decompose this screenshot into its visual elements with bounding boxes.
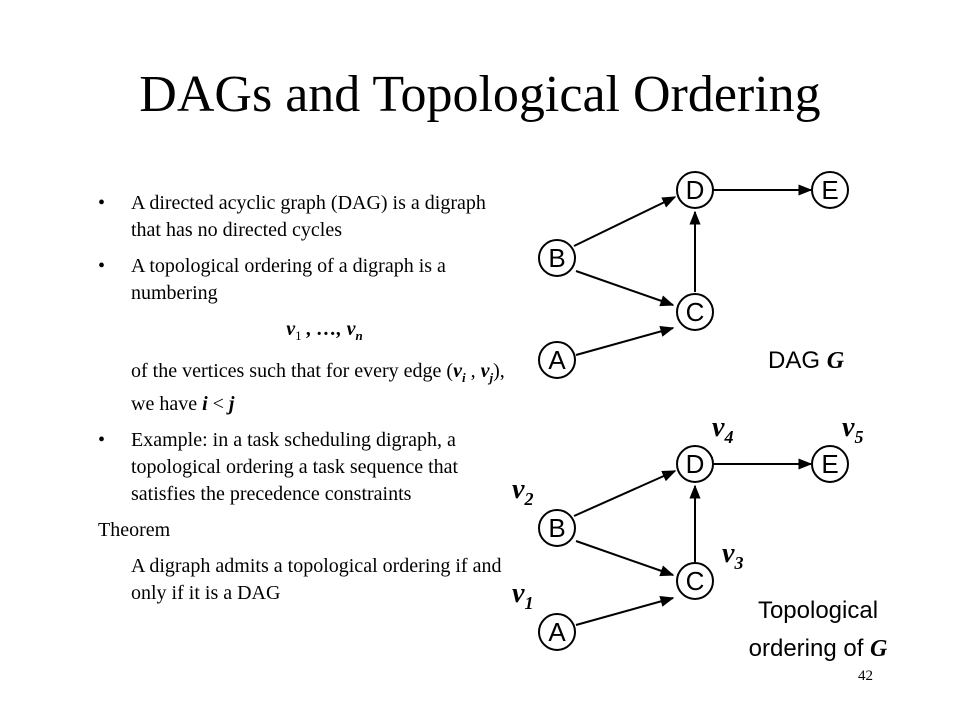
- label-v4-v: v: [712, 412, 725, 443]
- label-v5-v: v: [842, 412, 855, 443]
- bullet-dot: •: [98, 429, 106, 451]
- seq-subn: n: [355, 328, 363, 343]
- node-b-ordered: B: [538, 509, 576, 547]
- bullet-dag-definition: • A directed acyclic graph (DAG) is a di…: [98, 190, 518, 244]
- edge-b-c: [575, 270, 675, 307]
- edge-mid: ), we have: [131, 360, 505, 415]
- seq-vn: v: [346, 318, 356, 340]
- bullet-topological-definition: • A topological ordering of a digraph is…: [98, 253, 518, 307]
- seq-sub1: 1: [295, 328, 302, 343]
- label-v3-v: v: [722, 538, 735, 569]
- edge-condition-text: of the vertices such that for every edge…: [131, 360, 454, 382]
- label-v3: v3: [722, 538, 743, 573]
- dag-caption-g: G: [827, 348, 845, 374]
- label-v3-n: 3: [733, 553, 743, 573]
- edge-vi: v: [453, 360, 462, 382]
- node-e: E: [811, 171, 849, 209]
- seq-mid: , …,: [301, 318, 347, 340]
- node-c: C: [676, 293, 714, 331]
- node-e-label: E: [821, 175, 838, 205]
- bullet-list: • A directed acyclic graph (DAG) is a di…: [98, 190, 518, 616]
- theorem-label: Theorem: [98, 519, 171, 541]
- node-b-label: B: [548, 243, 565, 273]
- label-v5-n: 5: [854, 427, 863, 447]
- ordering-caption-g: G: [870, 636, 888, 662]
- dag-caption-text: DAG: [768, 347, 827, 374]
- node-a-ordered-label: A: [548, 617, 566, 647]
- node-c-ordered: C: [676, 562, 714, 600]
- edge-a-c-ordered: [575, 595, 675, 626]
- edge-sub-j: j: [489, 370, 494, 385]
- ineq-i: i: [202, 393, 208, 415]
- node-c-ordered-label: C: [686, 566, 705, 596]
- seq-v1: v: [286, 318, 296, 340]
- ineq-lt: <: [207, 393, 229, 415]
- theorem-text: A digraph admits a topological ordering …: [131, 555, 502, 604]
- edge-b-c-ordered: [575, 540, 675, 577]
- label-v4: v4: [712, 412, 733, 447]
- dag-top: D E B C A DAG G: [538, 171, 849, 379]
- page-number: 42: [858, 668, 873, 684]
- node-e-ordered: E: [811, 445, 849, 483]
- label-v1-n: 1: [524, 593, 533, 613]
- label-v2-v: v: [512, 474, 525, 505]
- label-v5: v5: [842, 412, 863, 447]
- bullet-dot: •: [98, 255, 106, 277]
- node-b: B: [538, 239, 576, 277]
- node-a: A: [538, 341, 576, 379]
- ordering-caption-line1: Topological: [758, 597, 878, 624]
- label-v2: v2: [512, 474, 533, 509]
- bullet-dot: •: [98, 192, 106, 214]
- edge-b-d: [573, 196, 677, 247]
- node-d-ordered: D: [676, 445, 714, 483]
- node-a-label: A: [548, 345, 566, 375]
- node-c-label: C: [686, 297, 705, 327]
- edge-sub-i: i: [461, 370, 466, 385]
- ordering-caption-text: ordering of: [749, 635, 870, 662]
- node-d-ordered-label: D: [686, 449, 705, 479]
- example-text: Example: in a task scheduling digraph, a…: [131, 429, 459, 505]
- ineq-j: j: [228, 393, 235, 415]
- label-v1: v1: [512, 578, 533, 613]
- edge-comma: ,: [465, 360, 481, 382]
- edge-vj: v: [480, 360, 490, 382]
- ordering-caption-line2: ordering of G: [749, 635, 888, 662]
- bullet-example: • Example: in a task scheduling digraph,…: [98, 427, 518, 508]
- dag-bottom: D E B C A v4 v5 v2 v3 v1 Topological ord…: [512, 412, 888, 662]
- dag-definition-text: A directed acyclic graph (DAG) is a digr…: [131, 192, 486, 241]
- node-a-ordered: A: [538, 613, 576, 651]
- dag-caption: DAG G: [768, 347, 845, 374]
- edge-b-d-ordered: [573, 470, 677, 517]
- node-d-label: D: [686, 175, 705, 205]
- vertex-sequence: v1 , …, vn: [98, 316, 518, 349]
- label-v2-n: 2: [523, 489, 533, 509]
- node-e-ordered-label: E: [821, 449, 838, 479]
- node-b-ordered-label: B: [548, 513, 565, 543]
- node-d: D: [676, 171, 714, 209]
- edge-a-c: [575, 325, 675, 356]
- slide-title: DAGs and Topological Ordering: [139, 66, 821, 123]
- label-v4-n: 4: [723, 427, 733, 447]
- topological-definition-text: A topological ordering of a digraph is a…: [131, 255, 446, 304]
- edge-condition: of the vertices such that for every edge…: [98, 358, 518, 418]
- label-v1-v: v: [512, 578, 525, 609]
